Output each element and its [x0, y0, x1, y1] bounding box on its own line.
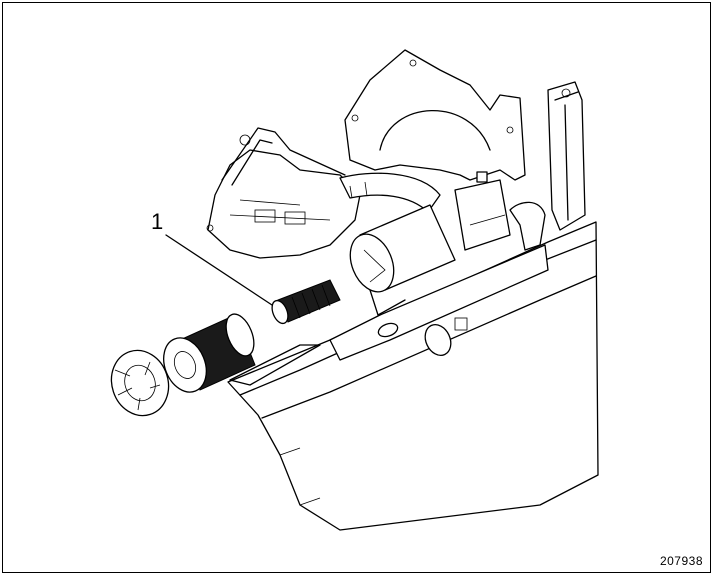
engine-mount-plate	[344, 49, 526, 181]
air-filter-housing	[349, 204, 456, 316]
callout-leader-line	[165, 234, 273, 306]
filter-element-part-1	[271, 279, 341, 325]
callout-number: 1	[151, 209, 164, 234]
frame-rail	[229, 244, 549, 386]
coolant-pipe	[509, 201, 546, 251]
filter-cover-cap	[110, 349, 170, 417]
support-bracket	[547, 81, 586, 231]
expansion-tank	[454, 171, 511, 251]
figure-id: 207938	[659, 554, 703, 568]
transmission-housing	[206, 127, 361, 259]
filter-element-outer	[163, 313, 256, 393]
intake-hose	[339, 172, 441, 213]
